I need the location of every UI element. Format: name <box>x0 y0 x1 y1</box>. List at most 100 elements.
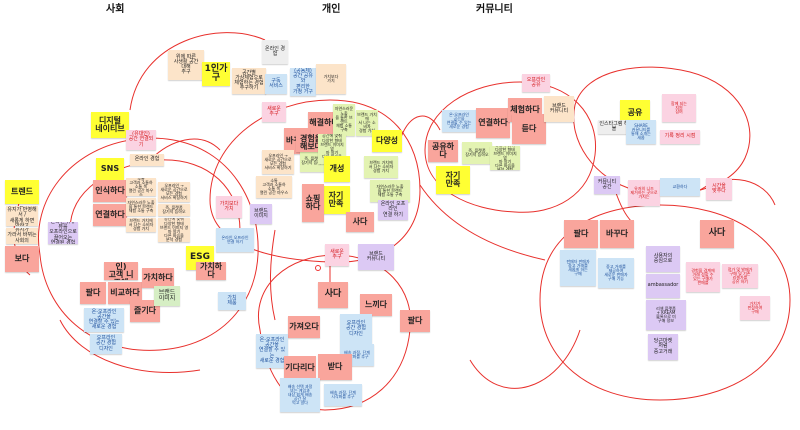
note-value-cost[interactable]: 가치보다 가치 <box>316 64 346 94</box>
note-share-now[interactable]: 유저의 니즈 제거하는 곳으로 가지는 <box>628 180 660 206</box>
note-space-purchase[interactable]: 온라인 경험 <box>262 40 288 64</box>
wire-right-tail <box>419 184 546 261</box>
wire-community-trade <box>469 329 581 389</box>
note-order[interactable]: 기다리다 <box>284 356 316 380</box>
note-delivery-quick[interactable]: 배송 과정, 단계 시각화를 추구 <box>324 384 362 406</box>
note-resell-kream[interactable]: 리셀 플랫폼 + KREAM 블록으로 미 구매 정보 <box>646 300 686 330</box>
note-install[interactable]: 느끼다 <box>360 294 392 316</box>
note-new-exp[interactable]: 새로운 추구 <box>262 102 286 122</box>
wire-community-link <box>399 115 441 141</box>
note-new-experience[interactable]: 새로운 추구 <box>325 244 349 266</box>
note-diversity[interactable]: 다양성 <box>372 130 402 152</box>
note-delivery-req[interactable]: 배송 선택 과정 또는 게임과 내장 쉽게 배송 공간 잘 먹고 알다 <box>280 378 320 412</box>
note-detail-4[interactable]: 오프라인 → 새로운 공간으로 모든 경험 서비스 확장하기 <box>158 182 190 202</box>
note-change-2[interactable]: 바꾸다 <box>600 220 634 248</box>
wire-bottom-left <box>59 319 201 374</box>
note-personality[interactable]: 개성 <box>324 156 350 182</box>
note-new-digital[interactable]: 오프라인 공간 경험 디자인 <box>340 314 372 344</box>
note-online-exp[interactable]: 온라인 경험 <box>130 154 164 166</box>
note-shopping[interactable]: 쇼핑하다 <box>302 184 324 222</box>
note-open-sell[interactable]: 팔다 <box>400 310 430 332</box>
note-sell-2[interactable]: 팔다 <box>564 220 598 248</box>
note-exchange[interactable]: 교환하다 <box>660 178 700 196</box>
note-detail-solve-2[interactable]: 브랜드 가치에 서 나는 소비자 경험 가치 <box>356 110 378 136</box>
note-office-work[interactable]: 위에 따른 사생활 공간 대해 추구 <box>168 50 204 80</box>
note-return-sell[interactable]: 당근마켓 처럼 중고거래 <box>648 334 678 360</box>
note-enjoy[interactable]: 즐기다 <box>130 300 160 322</box>
note-offline-space[interactable]: 오프라인 공간 경험 디자인 <box>90 334 122 354</box>
note-buy-platform[interactable]: 사용자의 중심으로 <box>646 246 680 272</box>
note-record[interactable]: 즉, 플랫폼 장기적 등하오 <box>462 142 492 164</box>
note-self-order[interactable]: (오프라인) 고객 니즈에 <box>104 262 138 280</box>
note-community-space[interactable]: 커뮤니티 공간 <box>594 176 620 194</box>
note-join-share[interactable]: 공유하다 <box>428 140 458 162</box>
note-experience-buy[interactable]: 가치하다 <box>142 268 174 288</box>
note-go-sell[interactable]: 가져오다 <box>288 316 320 338</box>
note-compare[interactable]: 비교하다 <box>108 282 142 304</box>
connector-dot <box>315 265 321 271</box>
note-detail-5[interactable]: 즉, 플랫폼 장기적 등하오 <box>158 204 190 216</box>
note-buy[interactable]: 사다 <box>318 282 348 308</box>
note-value-make[interactable]: 가치하다 <box>196 262 226 280</box>
note-price-value[interactable]: 가치가 판정하여 구매 <box>740 296 770 320</box>
note-see[interactable]: 보다 <box>5 246 39 272</box>
note-community-detail[interactable]: 온-오프라인 공간을 연결할 수 있는 새로운 경험 <box>442 110 476 132</box>
note-sharing-space[interactable]: (공동체) 공간 공유와 편리한 가정 거구 <box>290 68 316 96</box>
note-use[interactable]: 사다 <box>346 212 374 232</box>
note-order-process[interactable]: 온-오프라인 공간을 연결할 수 있는 새로운 경험 <box>256 334 288 368</box>
wire-mid-down <box>270 229 276 321</box>
note-share-platform[interactable]: SHARE 커뮤니티를 통해 소개는 새롭 <box>626 120 656 144</box>
note-receive[interactable]: 받다 <box>318 354 352 380</box>
note-connect-2[interactable]: 연결하다 <box>476 108 510 138</box>
note-new-exchange[interactable]: 중고 거래를 제공하여 세로운 판매자 구매 기능 <box>598 258 634 288</box>
note-offline-community[interactable]: 오프라인 공유 <box>522 74 550 92</box>
note-share-detail[interactable]: 함께 되는 지원 참여 <box>662 94 696 122</box>
note-brand-talk[interactable]: 브랜드 이미지 <box>250 204 272 224</box>
note-detail-2[interactable]: 자연스러운 노출 을 통한 브랜드 체험 소통 구축 <box>126 198 156 216</box>
note-online-offline[interactable]: 온라인 유튜뷰를 오프라인으로 끌어오는 연결된 경험 <box>48 222 78 244</box>
note-self-satisfaction[interactable]: 자기 만족 <box>436 166 470 194</box>
note-single-house[interactable]: 1인가구 <box>202 62 230 86</box>
note-brand-community[interactable]: 브랜드 커뮤니티 <box>544 96 574 122</box>
note-sell[interactable]: 팔다 <box>80 282 106 304</box>
note-brand-image[interactable]: 브랜드 이미지 <box>154 286 180 306</box>
note-value-tool[interactable]: 가치보다 가치 <box>216 196 242 218</box>
note-sub-service[interactable]: 구독 서비스 <box>265 74 287 94</box>
note-diversity-detail[interactable]: 자연스러운 노출 을 통한 브랜드 체험 소통 구축 <box>370 180 410 202</box>
note-time-rec[interactable]: 시간을 맞추다 <box>706 178 732 200</box>
note-sns[interactable]: SNS <box>96 158 124 180</box>
note-flash-buy[interactable]: 정가 및 발매가 구매 및 기존 리셀가를 공유 하기 <box>722 264 758 288</box>
note-ambassador[interactable]: ambassador <box>646 274 680 298</box>
note-detail-6[interactable]: 공간에 맞춰 다양한 형태 브랜드 이미지 영 마 알기 다른 와습을 분석 경… <box>158 218 190 242</box>
note-shopping-detail[interactable]: 소통 고객과 소통하 소통 쪽 열린 공간 마우스 <box>256 176 292 198</box>
note-omni-channel[interactable]: 온-오프라인 공간을 연결할 수 있는 새로운 경험 <box>84 308 124 332</box>
note-buy-2[interactable]: 사다 <box>700 220 734 248</box>
note-main-solution-detail[interactable]: 오프라인 → 새로운 공간으로 모든 경험 서비스 확장하기 <box>262 150 294 174</box>
note-listen[interactable]: 듣다 <box>512 114 546 144</box>
note-price-set[interactable]: 경험을 경계에 거래 정할 수 있는 구매가 판매를 <box>686 262 720 292</box>
note-detail-1[interactable]: 소통 고객과 소통하 소통 쪽 열린 공간 마우스 <box>126 178 156 196</box>
note-trend[interactable]: 트렌드 <box>5 180 39 204</box>
note-value-chain[interactable]: 가치 제품 <box>218 292 246 310</box>
note-connect[interactable]: 연결하다 <box>93 204 127 226</box>
note-experience-time[interactable]: 공간별 가상체험으로 체험하는 경험 추구하기 <box>232 68 266 94</box>
note-detail-3[interactable]: 브랜드 가치에 서 나는 소비자 경험 가치 <box>126 218 156 232</box>
header-individual: 개인 <box>322 4 341 15</box>
note-digital-native[interactable]: 디지털 네이티브 <box>91 112 129 138</box>
note-solve[interactable]: 해결하다 <box>308 112 340 134</box>
header-community: 커뮤니티 <box>476 4 513 15</box>
note-diversity-detail-2[interactable]: 브랜드 가치에 서 나는 소비자 경험 가치 <box>364 156 398 178</box>
note-detail-solve-1[interactable]: 자연스러운 노출 을 통한 브랜드 체험 소통 구축 <box>333 104 355 136</box>
note-value-shop[interactable]: 자기 만족 <box>322 186 350 214</box>
note-brand-personal[interactable]: 온라인 오프라인 연결 하기 <box>378 200 408 220</box>
note-social-change[interactable]: 유지가 가라서 바뀌는 사회의 <box>6 228 38 244</box>
note-trend-desc[interactable]: 트렌드, 유지가 반영해서 / 새롭게 하면 반하고 <box>6 206 38 226</box>
note-touch-point[interactable]: 브랜드 커뮤니티 <box>358 244 394 270</box>
note-online-to[interactable]: 온라인 오프라인 연결 하기 <box>216 228 254 252</box>
note-recognize[interactable]: 인식하다 <box>93 180 127 202</box>
note-record-2[interactable]: 공간에 맞춰 다양한 형태 브랜드 이미지 영 마 알기 다른 와습을 분석 경… <box>490 146 520 170</box>
header-society: 사회 <box>106 4 125 15</box>
note-real-sell[interactable]: 판매자 판매자 중고 거래를 새롭게 하는 구매 <box>560 250 596 286</box>
note-sns-space[interactable]: (유대인) 공간 연결되기 <box>126 130 156 150</box>
note-order-sheet[interactable]: 기록 정리 시점 <box>660 130 700 144</box>
